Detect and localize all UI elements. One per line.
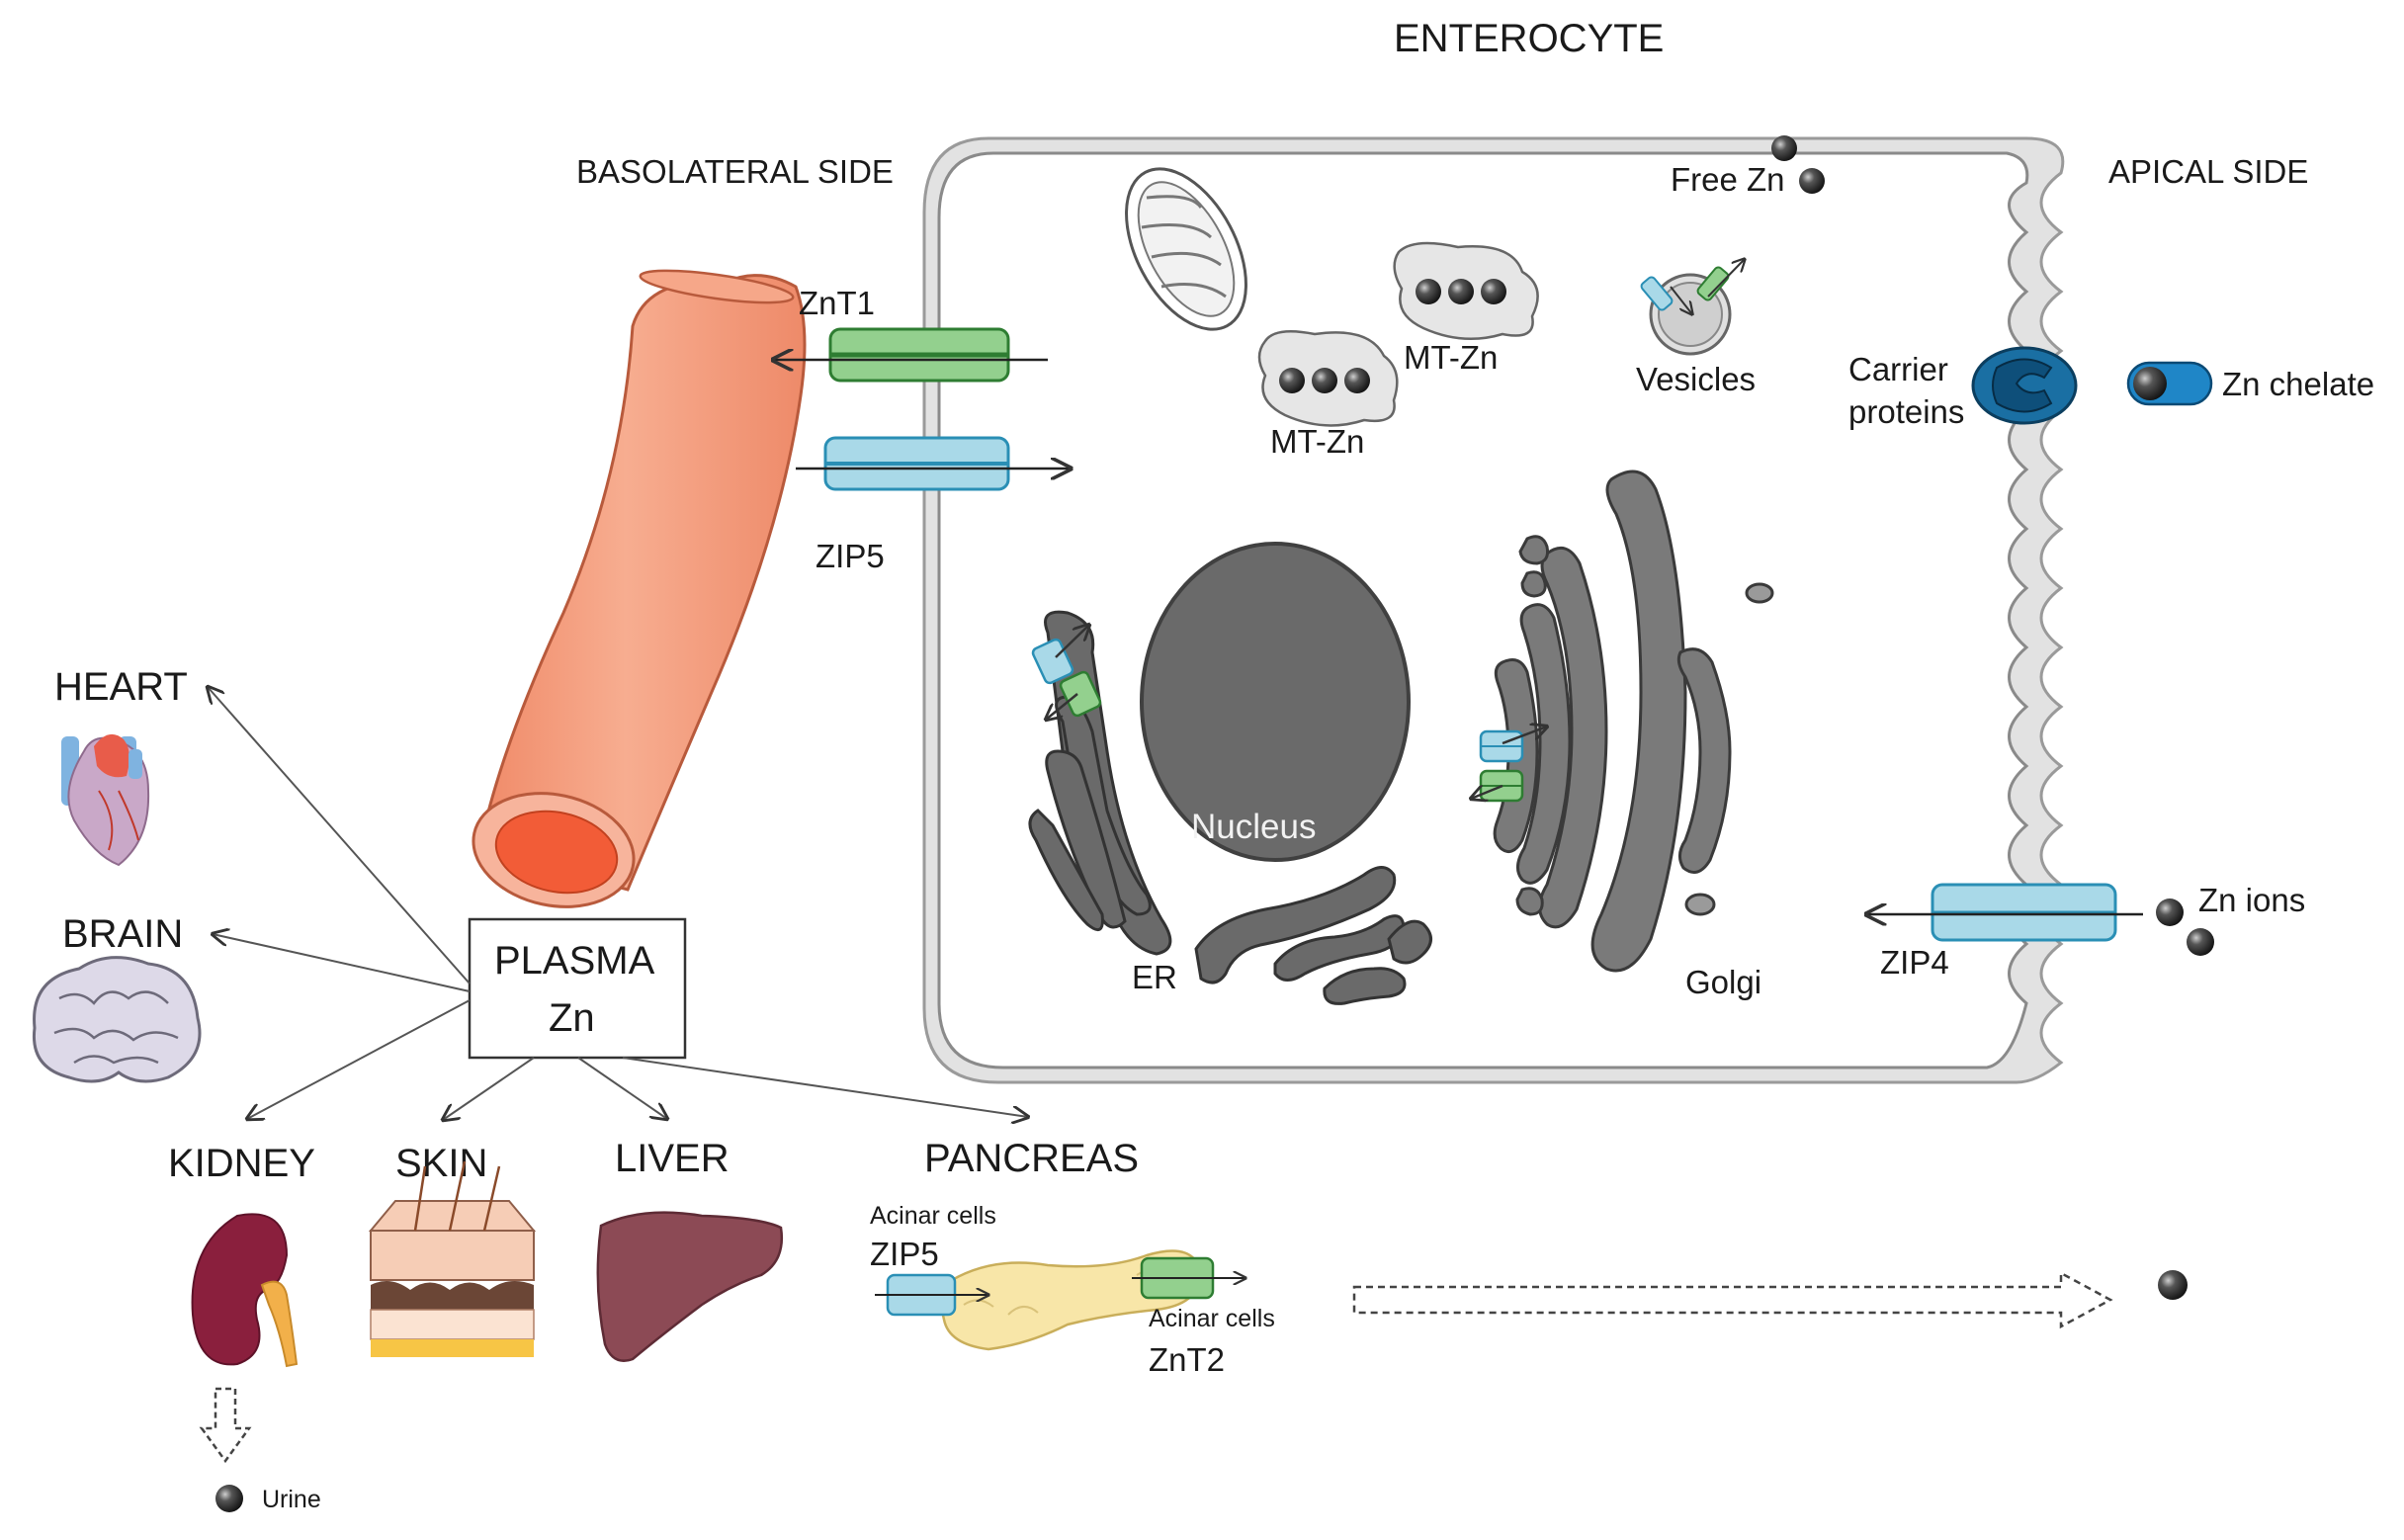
- urine-label: Urine: [262, 1486, 321, 1513]
- zn-chelate-label: Zn chelate: [2222, 366, 2374, 402]
- zip5-pancreas-transporter: [875, 1273, 988, 1317]
- enterocyte-title: ENTEROCYTE: [1394, 17, 1664, 60]
- zip5-label: ZIP5: [816, 538, 885, 574]
- golgi-label: Golgi: [1685, 964, 1761, 1000]
- er-label: ER: [1132, 959, 1177, 995]
- golgi-transporters: [1471, 727, 1547, 801]
- mt-zn-complex-1: [1257, 329, 1399, 427]
- kidney-label: KIDNEY: [168, 1142, 315, 1185]
- plasma-label-line1: PLASMA: [494, 939, 655, 983]
- plasma-zn-box: [468, 917, 687, 1060]
- golgi-icon: [1493, 470, 1774, 973]
- pancreas-label: PANCREAS: [924, 1137, 1139, 1180]
- znt2-label: ZnT2: [1149, 1341, 1225, 1378]
- zinc-atom-icon: [2187, 928, 2214, 956]
- acinar-cells-label-2: Acinar cells: [1149, 1305, 1275, 1332]
- zinc-atom-icon: [2156, 898, 2184, 926]
- skin-icon: [368, 1160, 537, 1357]
- zn-ions-label: Zn ions: [2198, 882, 2305, 918]
- plasma-distribution-arrows: [208, 687, 1028, 1120]
- znt1-label: ZnT1: [799, 285, 875, 321]
- brain-icon: [32, 956, 202, 1083]
- vesicle-icon: [1640, 259, 1745, 356]
- carrier-proteins-label-line2: proteins: [1848, 393, 1964, 430]
- zip5-pancreas-label: ZIP5: [870, 1236, 939, 1272]
- nucleus-icon: [1140, 542, 1411, 862]
- basolateral-side-label: BASOLATERAL SIDE: [576, 153, 894, 190]
- kidney-icon: [191, 1213, 299, 1368]
- carrier-protein-icon: [1971, 346, 2078, 425]
- excretion-dashed-arrow: [1352, 1270, 2113, 1329]
- znt1-transporter: [773, 327, 1048, 383]
- liver-icon: [596, 1211, 784, 1362]
- urine-arrow: [199, 1387, 252, 1464]
- brain-label: BRAIN: [62, 912, 183, 956]
- vesicles-label: Vesicles: [1636, 361, 1756, 397]
- zinc-atom-icon: [215, 1485, 243, 1512]
- nucleus-label: Nucleus: [1191, 808, 1316, 846]
- carrier-proteins-label-line1: Carrier: [1848, 351, 1948, 387]
- mt-zn-complex-2: [1393, 241, 1539, 341]
- zn-chelate-icon: [2126, 361, 2213, 406]
- znt2-pancreas-transporter: [1132, 1256, 1245, 1300]
- heart-label: HEART: [54, 665, 188, 709]
- plasma-label-line2: Zn: [549, 996, 595, 1040]
- skin-label: SKIN: [395, 1142, 487, 1185]
- acinar-cells-label-1: Acinar cells: [870, 1202, 996, 1230]
- blood-vessel-icon: [472, 269, 807, 908]
- mt-zn-label-2: MT-Zn: [1404, 339, 1498, 376]
- free-zn-label: Free Zn: [1671, 161, 1785, 198]
- zinc-atom-icon: [2158, 1270, 2188, 1300]
- heart-icon: [61, 733, 150, 867]
- zip4-transporter: [1866, 883, 2143, 942]
- zinc-atom-icon: [1799, 168, 1825, 194]
- zip4-label: ZIP4: [1880, 944, 1949, 981]
- mt-zn-label-1: MT-Zn: [1270, 423, 1364, 460]
- zinc-atom-icon: [1771, 135, 1797, 161]
- er-transporters: [1031, 625, 1102, 720]
- liver-label: LIVER: [615, 1137, 730, 1180]
- apical-side-label: APICAL SIDE: [2108, 153, 2308, 190]
- zip5-transporter: [796, 436, 1071, 491]
- mitochondrion-icon: [1125, 167, 1247, 331]
